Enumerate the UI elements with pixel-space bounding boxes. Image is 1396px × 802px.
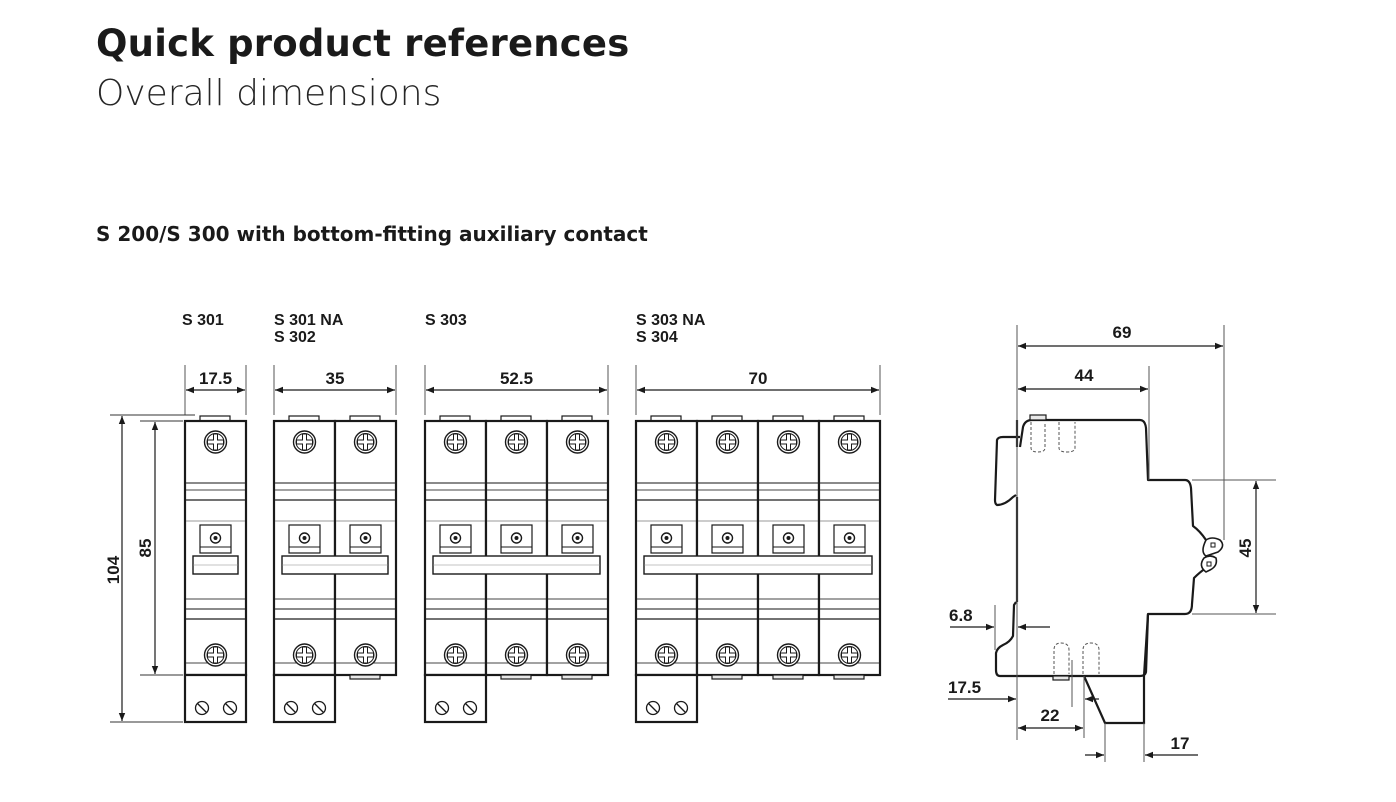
terminal-screw-icon [353, 643, 378, 667]
vertical-dimensions: 104 85 [104, 414, 195, 723]
section-heading: S 200/S 300 with bottom-fitting auxiliar… [96, 222, 648, 246]
aux-terminal-screw-icon [434, 700, 450, 716]
terminal-screw-icon [654, 430, 679, 454]
dim-45-label: 45 [1236, 539, 1255, 558]
model-label: S 301 NA [274, 312, 344, 329]
terminal-screw-icon [292, 643, 317, 667]
toggle-lever-icon [1200, 537, 1224, 573]
indicator-icon [359, 532, 372, 544]
terminal-screw-icon [715, 643, 740, 667]
dim-17-label: 17 [1171, 734, 1190, 753]
width-dim-label: 70 [749, 369, 768, 388]
terminal-screw-icon [565, 430, 590, 454]
width-dim-label: 17.5 [199, 369, 232, 388]
aux-terminal-screw-icon [462, 700, 478, 716]
terminal-screw-icon [776, 430, 801, 454]
terminal-screw-icon [203, 643, 228, 667]
pole [756, 415, 821, 680]
auxiliary-contact [183, 673, 248, 724]
dim-22-label: 22 [1041, 706, 1060, 725]
auxiliary-contact [423, 673, 488, 724]
indicator-icon [571, 532, 584, 544]
side-view [993, 414, 1224, 725]
terminal-screw-icon [292, 430, 317, 454]
aux-terminal-screw-icon [194, 700, 210, 716]
indicator-icon [782, 532, 795, 544]
dim-17-5-label: 17.5 [948, 678, 981, 697]
indicator-icon [721, 532, 734, 544]
terminal-screw-icon [203, 430, 228, 454]
indicator-icon [660, 532, 673, 544]
model-label: S 302 [274, 329, 316, 346]
front-view-1: S 301 17.5 [182, 312, 248, 724]
pole [634, 415, 699, 677]
pole [545, 415, 610, 680]
aux-terminal-screw-icon [311, 700, 327, 716]
dim-69-label: 69 [1113, 323, 1132, 342]
terminal-screw-icon [715, 430, 740, 454]
front-views: S 301 17.5 S 301 NAS 302 35 S 303 52.5 S 303 N… [182, 312, 882, 724]
terminal-screw-icon [443, 643, 468, 667]
side-body-outline [993, 418, 1207, 678]
aux-terminal-screw-icon [673, 700, 689, 716]
auxiliary-contact [634, 673, 699, 724]
dim-44-label: 44 [1075, 366, 1094, 385]
indicator-icon [510, 532, 523, 544]
pole [272, 415, 337, 677]
aux-terminal-screw-icon [283, 700, 299, 716]
page-subtitle: Overall dimensions [96, 73, 442, 114]
indicator-icon [449, 532, 462, 544]
width-dim-label: 52.5 [500, 369, 533, 388]
page-title: Quick product references [96, 22, 630, 65]
terminal-screw-icon [504, 643, 529, 667]
side-dimensions: 69 44 45 6.8 17.5 22 17 [948, 323, 1276, 762]
front-view-4: S 303 NAS 304 70 [634, 312, 882, 724]
front-view-2: S 301 NAS 302 35 [272, 312, 398, 724]
dim-6-8-label: 6.8 [949, 606, 973, 625]
terminal-screw-icon [776, 643, 801, 667]
pole [695, 415, 760, 680]
auxiliary-contact [272, 673, 337, 724]
dim-104-label: 104 [104, 555, 123, 584]
pole [183, 415, 248, 677]
model-label: S 304 [636, 329, 678, 346]
pole [423, 415, 488, 677]
terminal-screw-icon [443, 430, 468, 454]
front-view-3: S 303 52.5 [423, 312, 610, 724]
terminal-screw-icon [565, 643, 590, 667]
terminal-screw-icon [654, 643, 679, 667]
model-label: S 301 [182, 312, 224, 329]
dim-85-label: 85 [136, 539, 155, 558]
indicator-icon [843, 532, 856, 544]
aux-terminal-screw-icon [645, 700, 661, 716]
pole [817, 415, 882, 680]
terminal-screw-icon [353, 430, 378, 454]
model-label: S 303 NA [636, 312, 706, 329]
pole [333, 415, 398, 680]
terminal-screw-icon [837, 643, 862, 667]
pole [484, 415, 549, 680]
aux-terminal-screw-icon [222, 700, 238, 716]
indicator-icon [209, 532, 222, 544]
indicator-icon [298, 532, 311, 544]
width-dim-label: 35 [326, 369, 345, 388]
model-label: S 303 [425, 312, 467, 329]
terminal-screw-icon [837, 430, 862, 454]
terminal-screw-icon [504, 430, 529, 454]
